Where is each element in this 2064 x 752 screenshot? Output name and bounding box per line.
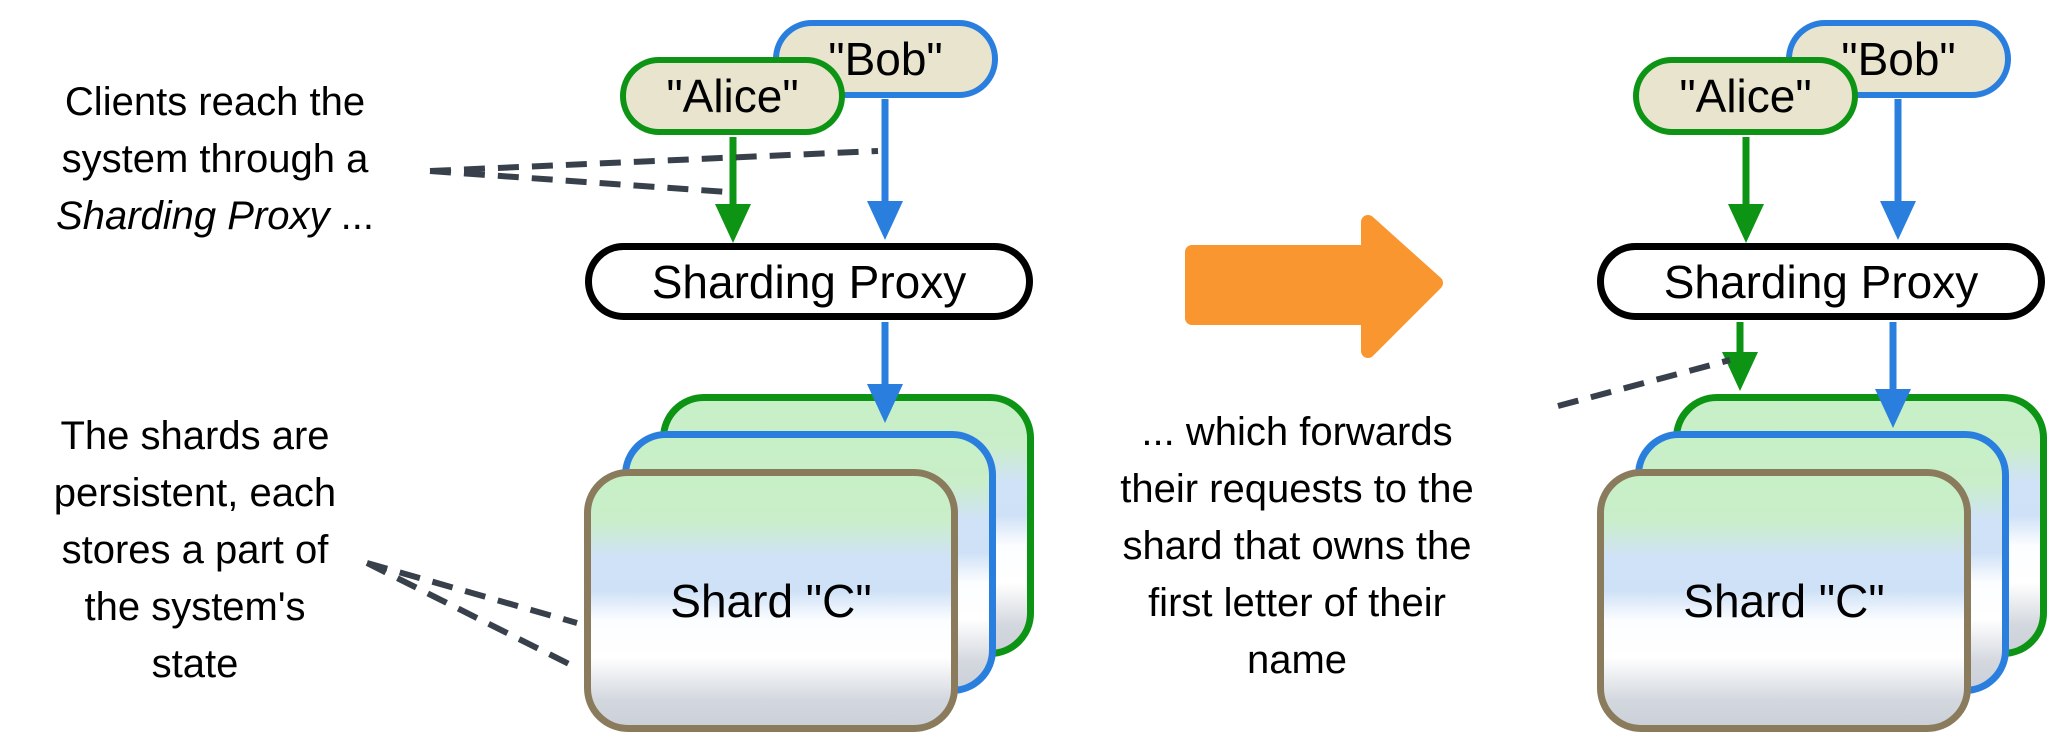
note-line: first letter of their: [1148, 581, 1446, 625]
client-bob-label: "Bob": [1841, 33, 1956, 85]
note-proxy-forwards: ... which forwards their requests to the…: [1067, 404, 1527, 689]
note-line: Clients reach the: [64, 80, 366, 124]
shards-note-pointer-lower: [365, 560, 577, 670]
note-shards-persistent: The shards are persistent, each stores a…: [20, 408, 370, 693]
note-line: persistent, each: [53, 471, 337, 515]
proxy-to-green-shard-arrow-right: [1722, 322, 1758, 391]
shard-card-front-right: Shard "C": [1597, 469, 1971, 732]
note-italic-phrase: Sharding Proxy: [56, 194, 330, 238]
client-alice-left: "Alice": [620, 57, 845, 135]
shard-card-front-left: Shard "C": [584, 469, 958, 732]
client-alice-label: "Alice": [666, 70, 799, 122]
sharding-proxy-left: Sharding Proxy: [585, 243, 1033, 320]
note-line: the system's: [84, 585, 306, 629]
clients-note-pointer-to-green-arrow: [429, 168, 728, 195]
note-line: shard that owns the: [1122, 524, 1472, 568]
note-line: their requests to the: [1120, 467, 1474, 511]
bob-to-proxy-arrow-left: [867, 99, 903, 240]
client-alice-right: "Alice": [1633, 57, 1858, 135]
sharding-proxy-label: Sharding Proxy: [1663, 255, 1979, 308]
transition-arrow-icon: [1185, 215, 1443, 358]
note-clients-reach-proxy: Clients reach the system through a Shard…: [5, 74, 425, 245]
shard-label: Shard "C": [670, 574, 872, 627]
note-line: ... which forwards: [1141, 410, 1453, 454]
note-line: Sharding Proxy ...: [5, 188, 425, 245]
note-line: system through a: [61, 137, 369, 181]
client-bob-label: "Bob": [828, 33, 943, 85]
clients-note-pointer-to-blue-arrow: [429, 148, 879, 174]
note-line: stores a part of: [61, 528, 329, 572]
alice-to-proxy-arrow-right: [1728, 137, 1764, 243]
note-line: The shards are: [60, 414, 330, 458]
note-line: name: [1246, 638, 1348, 682]
alice-to-proxy-arrow-left: [715, 137, 751, 243]
sharding-proxy-label: Sharding Proxy: [651, 255, 967, 308]
note-line: state: [151, 642, 239, 686]
shards-note-pointer-upper: [366, 560, 578, 626]
client-alice-label: "Alice": [1679, 70, 1812, 122]
bob-to-proxy-arrow-right: [1880, 99, 1916, 240]
shard-label: Shard "C": [1683, 574, 1885, 627]
note-line-rest: ...: [329, 194, 374, 238]
sharding-proxy-right: Sharding Proxy: [1597, 243, 2045, 320]
